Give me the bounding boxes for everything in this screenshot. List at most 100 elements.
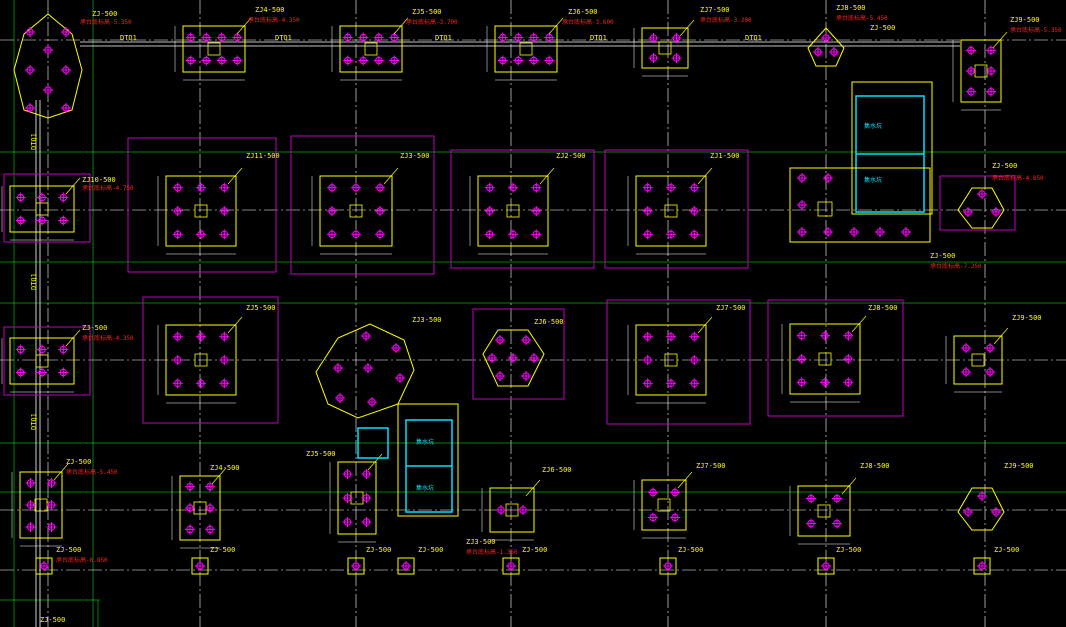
pile [642, 355, 653, 365]
pile-cap [633, 471, 693, 539]
pile [666, 378, 676, 389]
pile [849, 227, 859, 237]
pile [375, 229, 385, 240]
cap-outline [641, 27, 689, 69]
cap-tag: ZJ-500 [522, 546, 547, 554]
cap-outline [339, 25, 403, 73]
pile [172, 378, 183, 389]
cap-outline [179, 475, 221, 541]
pile [333, 363, 343, 373]
pile [25, 522, 36, 532]
pile [484, 182, 495, 193]
cap-tag: ZJ-500 [366, 546, 391, 554]
pile [666, 229, 676, 240]
elevation-note: 承台底标高-3.700 [406, 18, 458, 26]
pile-cap [945, 327, 1009, 393]
cap-tag: ZJ5-500 [412, 8, 442, 16]
pile [375, 206, 385, 216]
pile [497, 55, 508, 66]
pile [185, 524, 195, 535]
cap-tag: ZJ9-500 [1012, 314, 1042, 322]
pile [642, 182, 653, 193]
column-box [350, 491, 364, 505]
excavation-outline [450, 149, 595, 269]
cap-outline [957, 487, 1005, 531]
column-box [658, 41, 672, 55]
pile [966, 86, 976, 97]
pile [219, 378, 230, 389]
pile [395, 373, 405, 383]
pile [689, 378, 700, 389]
pile [15, 367, 26, 378]
pile-cap [1, 177, 81, 241]
pile [61, 103, 71, 113]
pile [25, 65, 35, 75]
cap-outline [319, 175, 393, 247]
leader-line [679, 19, 695, 37]
column-box [657, 498, 671, 512]
pile [986, 45, 996, 56]
cap-outline [182, 25, 246, 73]
column-box [194, 204, 208, 218]
cap-tag-bottom: ZJ-500 [40, 616, 65, 624]
cap-outline [191, 557, 209, 575]
leader-line [841, 477, 857, 495]
column-box [817, 504, 831, 518]
pile [985, 367, 995, 377]
cap-tag: ZJ3-500 [466, 538, 496, 546]
leader-line [993, 327, 1009, 345]
cap-outline [482, 329, 545, 387]
pile-cap [633, 19, 695, 77]
pile-cap [171, 467, 227, 549]
pile [367, 397, 377, 407]
pile-cap [1, 329, 81, 393]
leader-line [992, 31, 1008, 49]
pile [342, 493, 353, 503]
pile [689, 331, 700, 342]
pile [172, 206, 183, 216]
pile-cap [11, 463, 69, 547]
column-box [519, 42, 533, 56]
pile [985, 343, 995, 353]
pile [25, 103, 35, 113]
pile-cap-triangle [957, 187, 1005, 229]
pile [219, 355, 230, 365]
pile [508, 353, 518, 363]
excavation-outline [127, 137, 277, 273]
pile [806, 518, 816, 529]
cap-tag: ZJ8-500 [836, 4, 866, 12]
pile [327, 182, 337, 193]
pile [689, 182, 700, 193]
pile [484, 229, 495, 240]
cap-tag: ZJ9-500 [1010, 16, 1040, 24]
pile-cap-single [397, 557, 415, 575]
pile [361, 517, 372, 527]
pile [61, 27, 71, 37]
column-box [506, 204, 520, 218]
cap-outline [477, 175, 549, 247]
pile-cap [469, 167, 555, 255]
pile [528, 32, 539, 43]
excavation-outline [472, 308, 565, 400]
pile [196, 378, 206, 389]
beam-mark: DTQ1 [120, 34, 137, 42]
cap-outline [347, 557, 365, 575]
pile [671, 33, 682, 43]
pile [843, 354, 854, 364]
pile [361, 469, 372, 479]
pile [185, 481, 195, 492]
pile [670, 487, 680, 498]
column-box [349, 204, 363, 218]
pile [518, 505, 528, 515]
pile [642, 331, 653, 342]
pile [528, 55, 539, 66]
pile [351, 229, 361, 240]
beam-mark: DTQ1 [30, 273, 38, 290]
pile-cap [174, 17, 252, 81]
cap-outline [165, 175, 237, 247]
pile [513, 55, 524, 66]
elevation-note: 承台底标高-4.750 [82, 184, 134, 192]
pile [58, 344, 69, 355]
leader-line [227, 167, 243, 185]
